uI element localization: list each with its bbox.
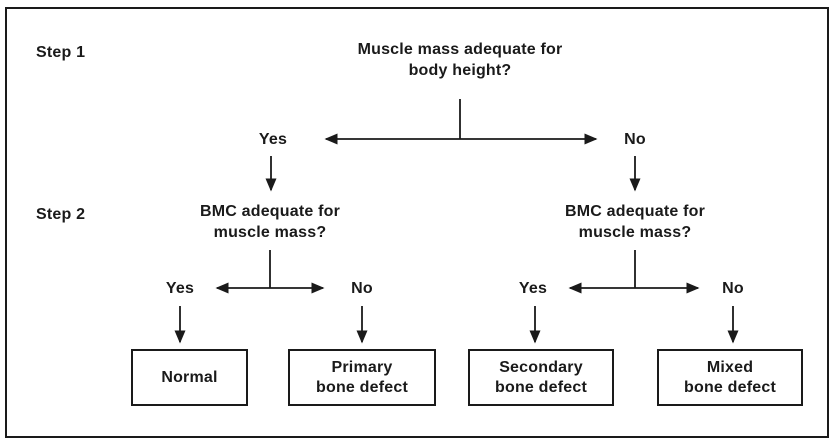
branch2-right-no-label: No: [722, 280, 744, 297]
question-bmc-left: BMC adequate for muscle mass?: [200, 201, 340, 243]
branch1-yes-label: Yes: [258, 131, 288, 148]
question-bmc-left-line1: BMC adequate for: [199, 203, 341, 220]
question-muscle-mass: Muscle mass adequate for body height?: [358, 39, 563, 81]
branch2-left-yes-label: Yes: [165, 280, 195, 297]
question-muscle-mass-line2: body height?: [408, 62, 512, 79]
outcome-secondary-line1: Secondary: [499, 358, 583, 376]
question-bmc-right-line2: muscle mass?: [578, 224, 692, 241]
question-muscle-mass-line1: Muscle mass adequate for: [357, 41, 563, 58]
figure-border: [5, 7, 829, 438]
outcome-secondary-line2: bone defect: [495, 378, 587, 396]
question-bmc-right: BMC adequate for muscle mass?: [565, 201, 705, 243]
outcome-box-primary-bone-defect: Primary bone defect: [288, 349, 436, 406]
question-bmc-left-line2: muscle mass?: [213, 224, 327, 241]
outcome-box-secondary-bone-defect: Secondary bone defect: [468, 349, 614, 406]
step1-label: Step 1: [36, 44, 86, 61]
outcome-primary-line2: bone defect: [316, 378, 408, 396]
question-bmc-right-line1: BMC adequate for: [564, 203, 706, 220]
step2-label: Step 2: [36, 206, 86, 223]
outcome-primary-line1: Primary: [331, 358, 393, 376]
outcome-box-normal: Normal: [131, 349, 248, 406]
outcome-normal-line1: Normal: [161, 368, 218, 386]
branch1-no-label: No: [624, 131, 646, 148]
outcome-mixed-line1: Mixed: [706, 358, 754, 376]
outcome-mixed-line2: bone defect: [684, 378, 776, 396]
outcome-box-mixed-bone-defect: Mixed bone defect: [657, 349, 803, 406]
branch2-right-yes-label: Yes: [518, 280, 548, 297]
branch2-left-no-label: No: [351, 280, 373, 297]
